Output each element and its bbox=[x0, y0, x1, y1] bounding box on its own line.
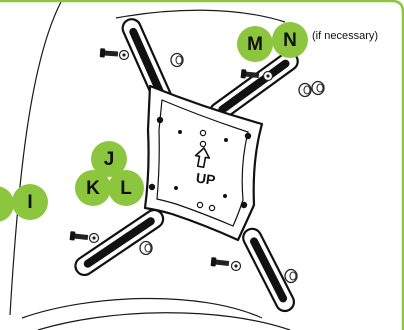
arm-bottom-right bbox=[242, 227, 296, 313]
callout-partial bbox=[0, 186, 14, 222]
up-arrow-icon bbox=[194, 147, 211, 169]
arm-top-left bbox=[121, 18, 174, 110]
callout-l: L bbox=[108, 170, 144, 206]
callout-m: M bbox=[237, 26, 273, 62]
callout-i: I bbox=[12, 184, 48, 220]
plate-up-label: UP bbox=[195, 170, 216, 189]
arm-bottom-left bbox=[74, 208, 165, 277]
callout-k: K bbox=[75, 170, 111, 206]
tv-outline bbox=[9, 0, 291, 330]
callout-note: (if necessary) bbox=[312, 30, 379, 42]
callout-n: N bbox=[272, 22, 308, 58]
